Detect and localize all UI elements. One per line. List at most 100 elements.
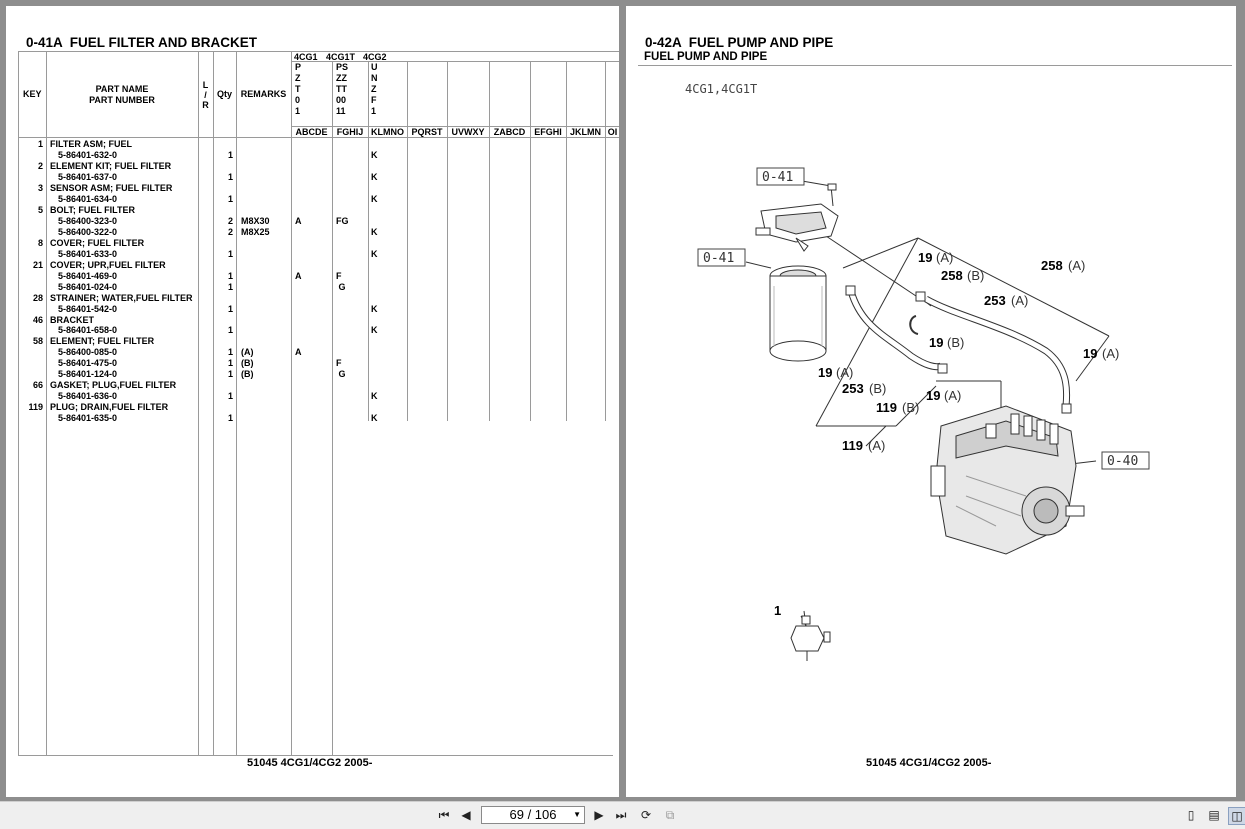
part-remarks: M8X30 xyxy=(241,215,270,226)
part-number: 5-86401-542-0 xyxy=(58,303,118,314)
row-key: 46 xyxy=(32,314,43,325)
svg-text:119: 119 xyxy=(876,400,897,415)
part-name: COVER; FUEL FILTER xyxy=(50,237,145,248)
page-indicator: 69 / 106 xyxy=(509,807,557,822)
part-qty: 1 xyxy=(227,391,233,402)
spec-column-header: ZABCD xyxy=(493,127,526,137)
spec-column-header: OI xyxy=(607,127,618,137)
part-qty: 1 xyxy=(227,369,233,380)
page-title: 0-42A FUEL PUMP AND PIPE xyxy=(645,35,834,50)
two-page-view-icon[interactable]: ◫ xyxy=(1228,807,1245,825)
part-number: 5-86401-634-0 xyxy=(58,193,118,204)
prev-page-icon[interactable]: ◀ xyxy=(461,808,471,822)
row-key: 58 xyxy=(32,336,43,347)
callout-19a-2: 19 (A) xyxy=(1083,346,1119,361)
viewer-toolbar: ⏮ ◀ 69 / 106 ▼ ▶ ⏭ ⟳ ⧉ ▯ ▤ ◫ xyxy=(0,801,1245,829)
row-key: 3 xyxy=(37,182,43,193)
page-number-select[interactable]: 69 / 106 ▼ xyxy=(481,806,585,824)
variant-label: 4CG1,4CG1T xyxy=(685,82,757,96)
continuous-view-icon[interactable]: ▤ xyxy=(1208,808,1220,822)
part-qty: 1 xyxy=(227,149,233,160)
svg-text:(A): (A) xyxy=(936,250,953,265)
spec-cell: K xyxy=(371,171,378,182)
svg-text:19: 19 xyxy=(929,335,943,350)
spec-column-header: PQRST xyxy=(411,127,443,137)
model-name: 4CG1T xyxy=(326,52,356,62)
row-key: 21 xyxy=(32,259,43,270)
row-key: 1 xyxy=(37,139,43,149)
part-number: 5-86400-085-0 xyxy=(58,347,118,358)
part-number: 5-86401-658-0 xyxy=(58,325,118,336)
part-number: 5-86401-636-0 xyxy=(58,391,118,402)
part-qty: 1 xyxy=(227,303,233,314)
svg-text:19: 19 xyxy=(818,365,832,380)
first-page-icon[interactable]: ⏮ xyxy=(438,807,450,822)
svg-text:(A): (A) xyxy=(868,438,885,453)
spec-cell: A xyxy=(295,270,302,281)
callout-19a-1: 19 (A) xyxy=(918,250,953,265)
spec-cell: G xyxy=(336,369,346,380)
svg-text:0-41: 0-41 xyxy=(703,251,734,266)
rotate-icon[interactable]: ⟳ xyxy=(640,808,652,822)
part-name: PLUG; DRAIN,FUEL FILTER xyxy=(50,402,169,413)
part-qty: 1 xyxy=(227,413,233,424)
part-number: 5-86401-633-0 xyxy=(58,248,118,259)
ref-box-3: 0-40 xyxy=(1101,451,1150,470)
part-qty: 2 xyxy=(227,215,233,226)
part-qty: 1 xyxy=(227,171,233,182)
part-remarks: (B) xyxy=(241,369,254,380)
chevron-down-icon: ▼ xyxy=(573,810,581,819)
svg-text:258: 258 xyxy=(941,268,963,283)
svg-text:(B): (B) xyxy=(902,400,919,415)
callout-19a-3: 19 (A) xyxy=(818,365,853,380)
part-qty: 1 xyxy=(227,358,233,369)
svg-text:19: 19 xyxy=(918,250,932,265)
header-lr: L xyxy=(202,80,209,90)
header-part-name: PART NAME xyxy=(95,84,149,94)
fuel-hoses-illustration xyxy=(845,285,1072,414)
part-qty: 2 xyxy=(227,226,233,237)
part-name: BOLT; FUEL FILTER xyxy=(50,204,135,215)
svg-text:(A): (A) xyxy=(944,388,961,403)
header-lr: R xyxy=(202,100,209,110)
part-qty: 1 xyxy=(227,347,233,358)
part-number: 5-86401-469-0 xyxy=(58,270,118,281)
spec-cell: K xyxy=(371,193,378,204)
svg-text:258: 258 xyxy=(1041,258,1063,273)
header-key: KEY xyxy=(23,89,42,99)
callout-258b: 258 (B) xyxy=(941,268,984,283)
callout-253a: 253 (A) xyxy=(984,293,1028,308)
part-remarks: (B) xyxy=(241,358,254,369)
model-name: 4CG1 xyxy=(294,52,318,62)
part-number: 5-86401-024-0 xyxy=(58,281,118,292)
spec-cell: A xyxy=(295,347,302,358)
page-footer: 51045 4CG1/4CG2 2005- xyxy=(247,757,373,769)
svg-text:(A): (A) xyxy=(1011,293,1028,308)
part-number: 5-86401-632-0 xyxy=(58,149,118,160)
spec-cell: K xyxy=(371,303,378,314)
part-name: BRACKET xyxy=(50,314,94,325)
ref-box-2: 0-41 xyxy=(697,248,746,267)
spec-column-header: FGHIJ xyxy=(336,127,364,137)
part-qty: 1 xyxy=(227,281,233,292)
exploded-diagram: 4CG1,4CG1T 0-41 0-41 xyxy=(685,82,1150,661)
part-remarks: M8X25 xyxy=(241,226,270,237)
copy-icon[interactable]: ⧉ xyxy=(665,807,675,822)
callout-19a-4: 19 (A) xyxy=(926,388,961,403)
single-page-view-icon[interactable]: ▯ xyxy=(1187,808,1195,822)
part-name: ELEMENT; FUEL FILTER xyxy=(50,336,155,347)
svg-text:(A): (A) xyxy=(1068,258,1085,273)
svg-text:(B): (B) xyxy=(869,381,886,396)
part-qty: 1 xyxy=(227,193,233,204)
svg-text:(B): (B) xyxy=(967,268,984,283)
svg-text:19: 19 xyxy=(926,388,940,403)
svg-text:19: 19 xyxy=(1083,346,1097,361)
spec-column-header: EFGHI xyxy=(534,127,562,137)
last-page-icon[interactable]: ⏭ xyxy=(615,807,627,822)
callout-1: 1 xyxy=(774,603,781,618)
next-page-icon[interactable]: ▶ xyxy=(594,808,604,822)
